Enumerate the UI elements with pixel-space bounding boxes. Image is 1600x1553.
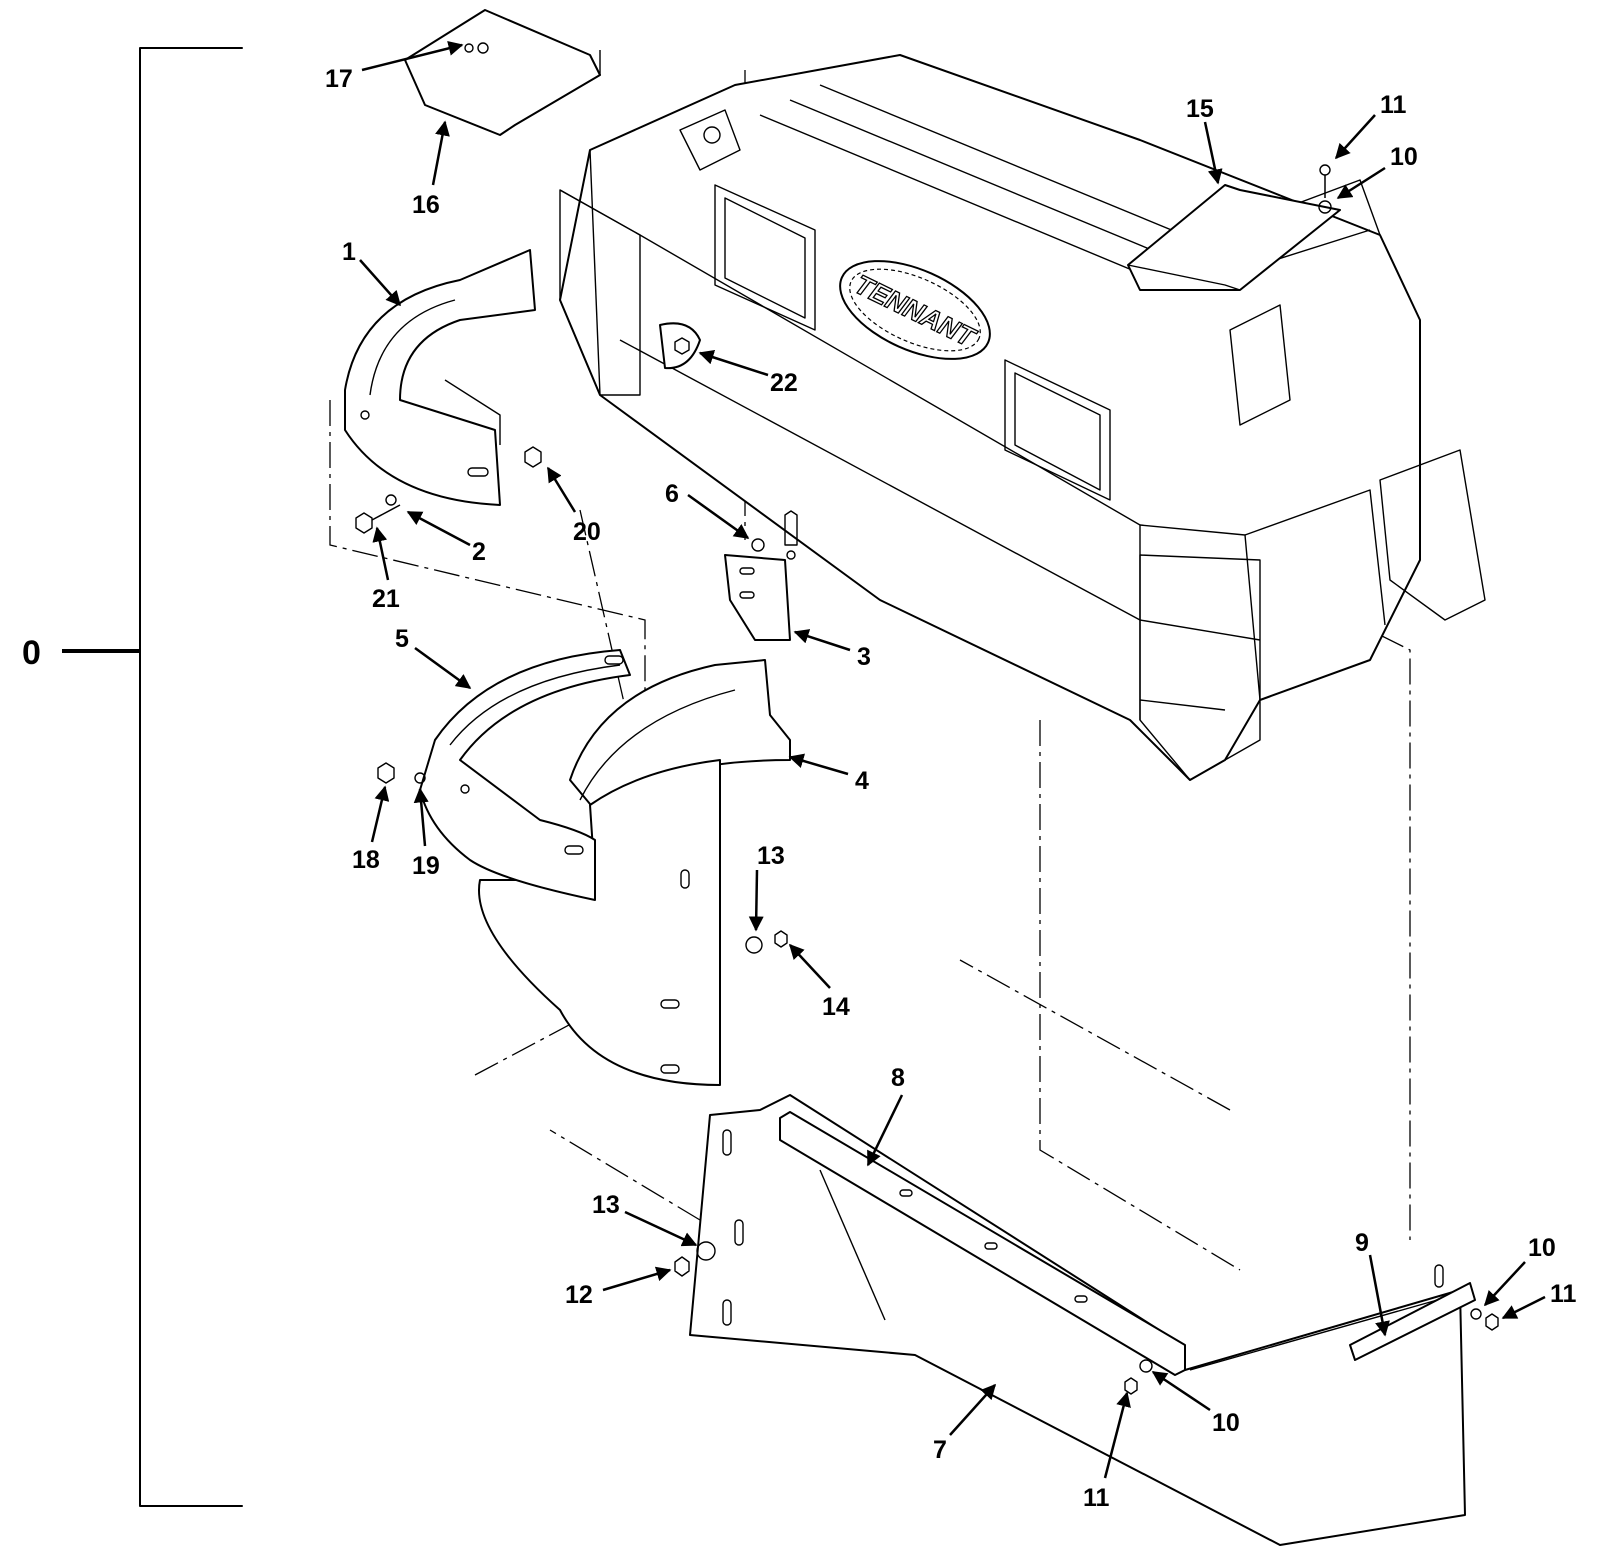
part-4-curved-skirt	[478, 659, 791, 1086]
callout-7: 7	[933, 1436, 947, 1464]
callout-6: 6	[665, 480, 679, 508]
part-16-top-shield	[404, 9, 601, 136]
callout-5: 5	[395, 625, 409, 653]
callout-13-upper: 13	[757, 842, 785, 870]
hardware-set-a	[355, 446, 542, 534]
callout-21: 21	[372, 585, 400, 613]
part-5-curved-skirt	[377, 649, 631, 901]
callout-2: 2	[472, 538, 486, 566]
callout-17: 17	[325, 65, 353, 93]
callout-22: 22	[770, 369, 798, 397]
part-9-side-strip	[1349, 1264, 1499, 1361]
callout-14: 14	[822, 993, 850, 1021]
callout-10-right: 10	[1528, 1234, 1556, 1262]
callout-4: 4	[855, 767, 869, 795]
assembly-number-label: 0	[22, 634, 41, 672]
callout-11-bottom: 11	[1083, 1484, 1110, 1512]
callout-16: 16	[412, 191, 440, 219]
callout-1: 1	[342, 238, 356, 266]
part-1-curved-bracket	[344, 249, 536, 506]
callout-3: 3	[857, 643, 871, 671]
callout-13-lower: 13	[592, 1191, 620, 1219]
part-7-lower-skirt	[674, 1094, 1466, 1546]
part-3-mount-bracket	[724, 510, 798, 641]
callout-11-top: 11	[1380, 91, 1407, 119]
part-15-top-shield	[1127, 164, 1341, 291]
callout-19: 19	[412, 852, 440, 880]
callout-10-top: 10	[1390, 143, 1418, 171]
callout-15: 15	[1186, 95, 1214, 123]
callout-11-right: 11	[1550, 1280, 1577, 1308]
callout-18: 18	[352, 846, 380, 874]
assembly-bracket	[62, 47, 243, 1507]
callout-labels: 0 17 16 1 2 21 20 22 15 11 10 6 3 4 5 18…	[22, 40, 1577, 1512]
callout-10-bottom: 10	[1212, 1409, 1240, 1437]
callout-9: 9	[1355, 1229, 1369, 1257]
part-8-strip	[779, 1111, 1186, 1395]
callout-12: 12	[565, 1281, 593, 1309]
callout-20: 20	[573, 518, 601, 546]
callout-8: 8	[891, 1064, 905, 1092]
hardware-22-nut	[659, 322, 701, 370]
